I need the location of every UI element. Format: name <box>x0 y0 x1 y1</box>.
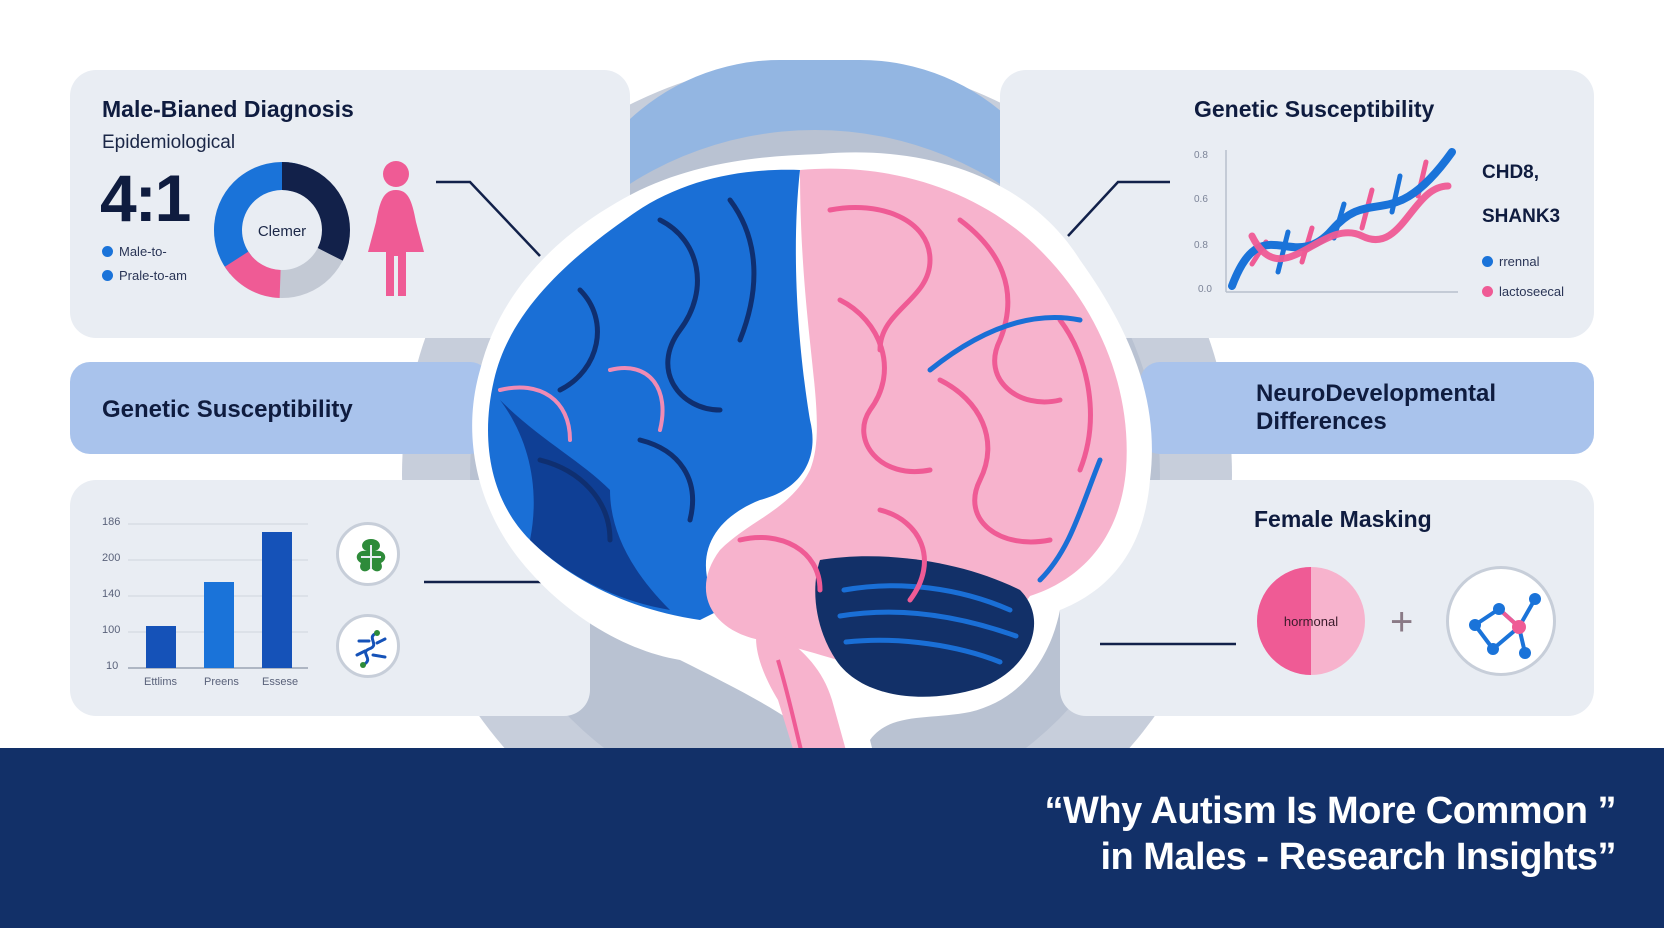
bar-ettlims <box>146 626 176 668</box>
neural-network-icon <box>1446 566 1556 676</box>
axis-tick: 186 <box>102 516 121 528</box>
molecule-icon <box>336 614 400 678</box>
legend-label: lactoseecal <box>1499 284 1565 299</box>
band-title-line1: NeuroDevelopmental <box>1256 380 1497 407</box>
axis-tick: 0.8 <box>1194 240 1208 251</box>
axis-tick: 140 <box>102 588 121 600</box>
donut-label: Clemer <box>258 223 306 240</box>
axis-tick: 0.8 <box>1194 150 1208 161</box>
bar-category-label: Preens <box>204 676 239 688</box>
band-title: Genetic Susceptibility <box>102 396 353 423</box>
headline-line1: “Why Autism Is More Common ” <box>1044 790 1616 832</box>
green-cells-icon <box>336 522 400 586</box>
legend-label: rrennal <box>1499 254 1540 269</box>
donut-segment-pink <box>214 162 350 298</box>
bar-preens <box>204 582 234 668</box>
panel-subtitle: Epidemiological <box>102 132 236 153</box>
band-genetic-susceptibility <box>70 362 490 454</box>
donut-segment-navy <box>214 162 350 298</box>
dna-helix-icon <box>1225 148 1458 293</box>
legend-label: Male-to- <box>119 244 167 259</box>
axis-tick: 10 <box>106 660 119 672</box>
hormonal-label: hormonal <box>1284 614 1338 629</box>
ratio-value: 4:1 <box>100 161 191 235</box>
legend-dot-icon <box>102 270 113 281</box>
band-title-line2: Differences <box>1256 408 1387 435</box>
panel-title: Male-Bianed Diagnosis <box>102 96 354 122</box>
axis-tick: 100 <box>102 624 121 636</box>
footer-banner <box>0 748 1664 928</box>
bar-essese <box>262 532 292 668</box>
legend-item: lactoseecal <box>1482 284 1564 299</box>
donut-chart: Clemer <box>214 162 350 298</box>
axis-tick: 0.0 <box>1198 284 1212 295</box>
panel-title: Female Masking <box>1254 506 1432 532</box>
bar-category-label: Ettlims <box>144 676 177 688</box>
gene-label-shank3: SHANK3 <box>1482 206 1561 227</box>
bar-chart <box>128 523 308 669</box>
legend-dot-icon <box>102 246 113 257</box>
bar-category-label: Essese <box>262 676 299 688</box>
female-figure-icon <box>368 161 424 296</box>
hormonal-circle: hormonal <box>1257 567 1365 675</box>
legend-item-female: Prale-to-am <box>102 268 187 283</box>
band-neurodevelopmental <box>1140 362 1594 454</box>
gene-label-chd8: CHD8, <box>1482 162 1540 183</box>
legend-item: rrennal <box>1482 254 1539 269</box>
axis-tick: 200 <box>102 552 121 564</box>
panel-title: Genetic Susceptibility <box>1194 96 1435 122</box>
legend-dot-icon <box>1482 286 1493 297</box>
brain-illustration <box>472 152 1152 795</box>
headline: “Why Autism Is More Common ” in Males - … <box>896 788 1616 880</box>
legend-dot-icon <box>1482 256 1493 267</box>
headline-line2: in Males - Research Insights” <box>1100 836 1616 878</box>
axis-tick: 0.6 <box>1194 194 1208 205</box>
legend-item-male: Male-to- <box>102 244 167 259</box>
legend-label: Prale-to-am <box>119 268 187 283</box>
plus-operator: + <box>1390 600 1414 644</box>
